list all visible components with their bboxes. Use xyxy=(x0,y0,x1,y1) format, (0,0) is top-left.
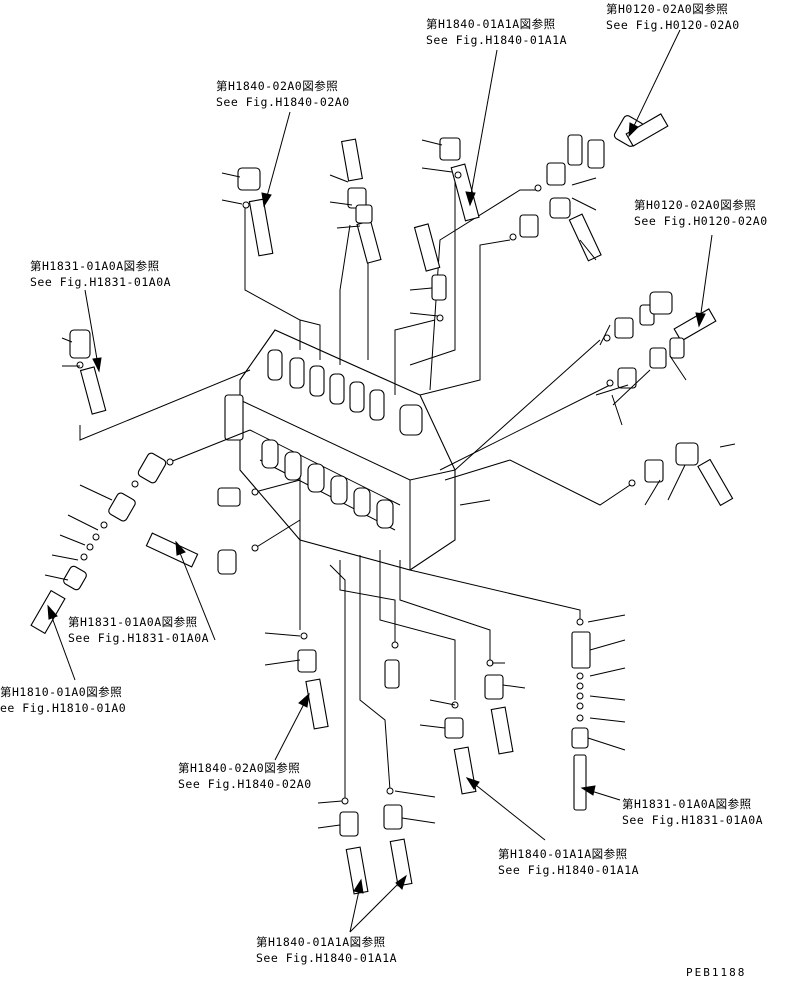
reference-arrows xyxy=(47,29,713,933)
figure-number: PEB1188 xyxy=(686,966,747,979)
callout-leaders xyxy=(44,139,736,829)
leader-lines xyxy=(79,175,631,800)
control-valve-body xyxy=(224,329,456,571)
fittings xyxy=(30,113,734,895)
